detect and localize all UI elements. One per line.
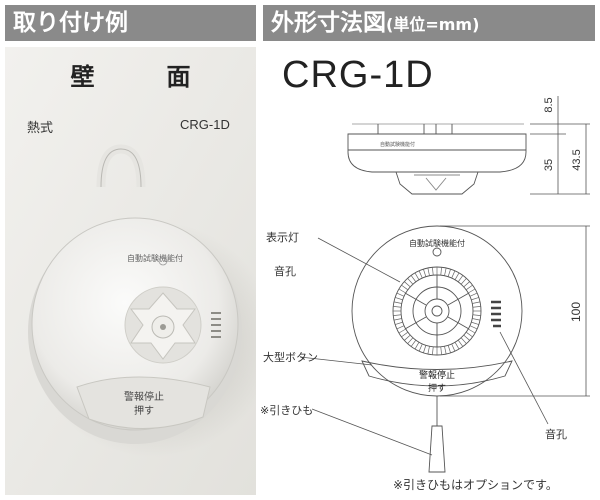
- sensor-tick: [457, 339, 464, 347]
- sensor-tick: [460, 337, 467, 344]
- device-button-text-2: 押す: [134, 404, 154, 417]
- header-unit-text: (単位=mm): [386, 15, 480, 34]
- sensor-tick: [454, 342, 460, 350]
- sensor-tick: [398, 328, 406, 334]
- sensor-tick: [395, 321, 403, 325]
- photo-label-type: 熱式: [27, 121, 54, 136]
- dim-label-height: 100: [569, 302, 583, 322]
- dim-label-total: 43.5: [571, 149, 583, 170]
- device-top-text: 自動試験機能付: [127, 253, 183, 263]
- photo-title: 壁 面: [70, 63, 215, 91]
- sensor-tick: [410, 275, 417, 283]
- sensor-tick: [427, 267, 430, 276]
- sensor-tick: [472, 306, 481, 308]
- front-button-text-2: 押す: [428, 382, 446, 394]
- sensor-tick: [393, 314, 402, 316]
- sensor-tick: [440, 346, 442, 355]
- hanger-ring: [96, 144, 146, 188]
- sensor-tick: [469, 325, 478, 330]
- sensor-tick: [432, 346, 434, 355]
- sensor-tick: [440, 267, 442, 276]
- sensor-tick: [468, 288, 476, 294]
- sensor-tick: [393, 301, 402, 304]
- label-pull-string: ※引きひも: [260, 404, 314, 417]
- sensor-tick: [471, 321, 479, 325]
- sensor-tick: [410, 339, 417, 347]
- sensor-tick: [404, 281, 411, 288]
- photo-illustration: 自動試験機能付 警報停止 押す: [5, 47, 275, 495]
- sensor-tick: [414, 272, 420, 280]
- device-button-text-1: 警報停止: [124, 390, 164, 403]
- sensor-tick: [472, 301, 481, 304]
- device-logo-mark: [158, 256, 168, 266]
- front-sound-slits: [491, 300, 501, 328]
- side-view: [347, 123, 527, 195]
- sensor-tick: [396, 325, 405, 330]
- sensor-tick: [447, 269, 451, 277]
- sensor-tick: [393, 318, 402, 321]
- sensor-tick: [418, 343, 423, 352]
- sensor-tick: [393, 306, 402, 308]
- sensor-tick: [463, 281, 470, 288]
- front-sensor-ticks: [393, 267, 481, 355]
- leader-lines: [299, 237, 549, 456]
- sensor-tick: [427, 346, 430, 355]
- large-button: [76, 376, 211, 430]
- sensor-tick: [398, 288, 406, 294]
- sensor-tick: [401, 331, 409, 338]
- header-installation-text: 取り付け例: [13, 10, 128, 36]
- section-header-installation: 取り付け例: [5, 5, 256, 41]
- sensor-tick: [418, 270, 423, 279]
- section-header-dimensions: 外形寸法図(単位=mm): [263, 5, 595, 41]
- sensor-tick: [471, 297, 479, 301]
- sensor-tick: [404, 334, 411, 341]
- heat-sensor: [124, 286, 202, 364]
- label-sound-hole-2: 音孔: [545, 428, 567, 441]
- sound-hole-slits: [211, 312, 221, 338]
- sensor-tick: [432, 267, 434, 276]
- dim-label-body: 35: [543, 159, 555, 171]
- photo-label-model: CRG-1D: [180, 117, 230, 132]
- model-name: CRG-1D: [282, 54, 434, 96]
- sensor-tick: [444, 346, 447, 355]
- sensor-tick: [447, 345, 451, 353]
- sensor-tick: [401, 284, 409, 291]
- sensor-tick: [396, 292, 405, 297]
- sensor-tick: [451, 343, 456, 352]
- side-small-text: 自動試験機能付: [380, 141, 415, 148]
- sensor-tick: [407, 278, 414, 285]
- sensor-tick: [460, 278, 467, 285]
- installation-photo: 自動試験機能付 警報停止 押す 壁 面 熱式 CRG-1D: [5, 47, 275, 495]
- sensor-tick: [414, 342, 420, 350]
- dimension-lines: [440, 96, 590, 397]
- sensor-tick: [465, 284, 473, 291]
- sensor-tick: [444, 267, 447, 276]
- sensor-tick: [451, 270, 456, 279]
- front-top-text: 自動試験機能付: [409, 238, 465, 248]
- sensor-tick: [472, 314, 481, 316]
- label-indicator: 表示灯: [266, 231, 299, 244]
- sensor-tick: [457, 275, 464, 283]
- sensor-tick: [469, 292, 478, 297]
- sensor-tick: [423, 345, 427, 353]
- sensor-tick: [407, 337, 414, 344]
- footnote: ※引きひもはオプションです。: [393, 478, 558, 492]
- sensor-tick: [465, 331, 473, 338]
- header-dimensions-text: 外形寸法図: [271, 10, 386, 36]
- sensor-tick: [468, 328, 476, 334]
- sensor-tick: [472, 318, 481, 321]
- dim-label-top: 8.5: [543, 97, 555, 112]
- sensor-tick: [395, 297, 403, 301]
- label-big-button: 大型ボタン: [263, 351, 318, 364]
- front-button-text-1: 警報停止: [419, 369, 455, 381]
- sensor-tick: [463, 334, 470, 341]
- label-sound-hole-1: 音孔: [274, 265, 296, 278]
- sensor-tick: [423, 269, 427, 277]
- sensor-tick: [454, 272, 460, 280]
